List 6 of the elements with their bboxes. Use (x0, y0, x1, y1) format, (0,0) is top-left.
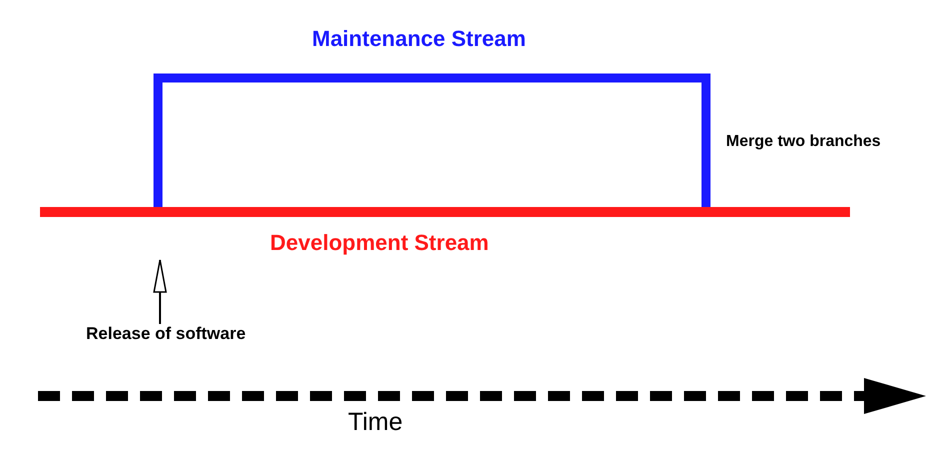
stream-label: Maintenance Stream (312, 26, 526, 52)
stream-label: Development Stream (270, 230, 489, 256)
axis-label: Time (348, 408, 403, 437)
arrow (153, 259, 167, 324)
release-label: Release of software (86, 324, 246, 344)
merge-label: Merge two branches (726, 133, 881, 151)
